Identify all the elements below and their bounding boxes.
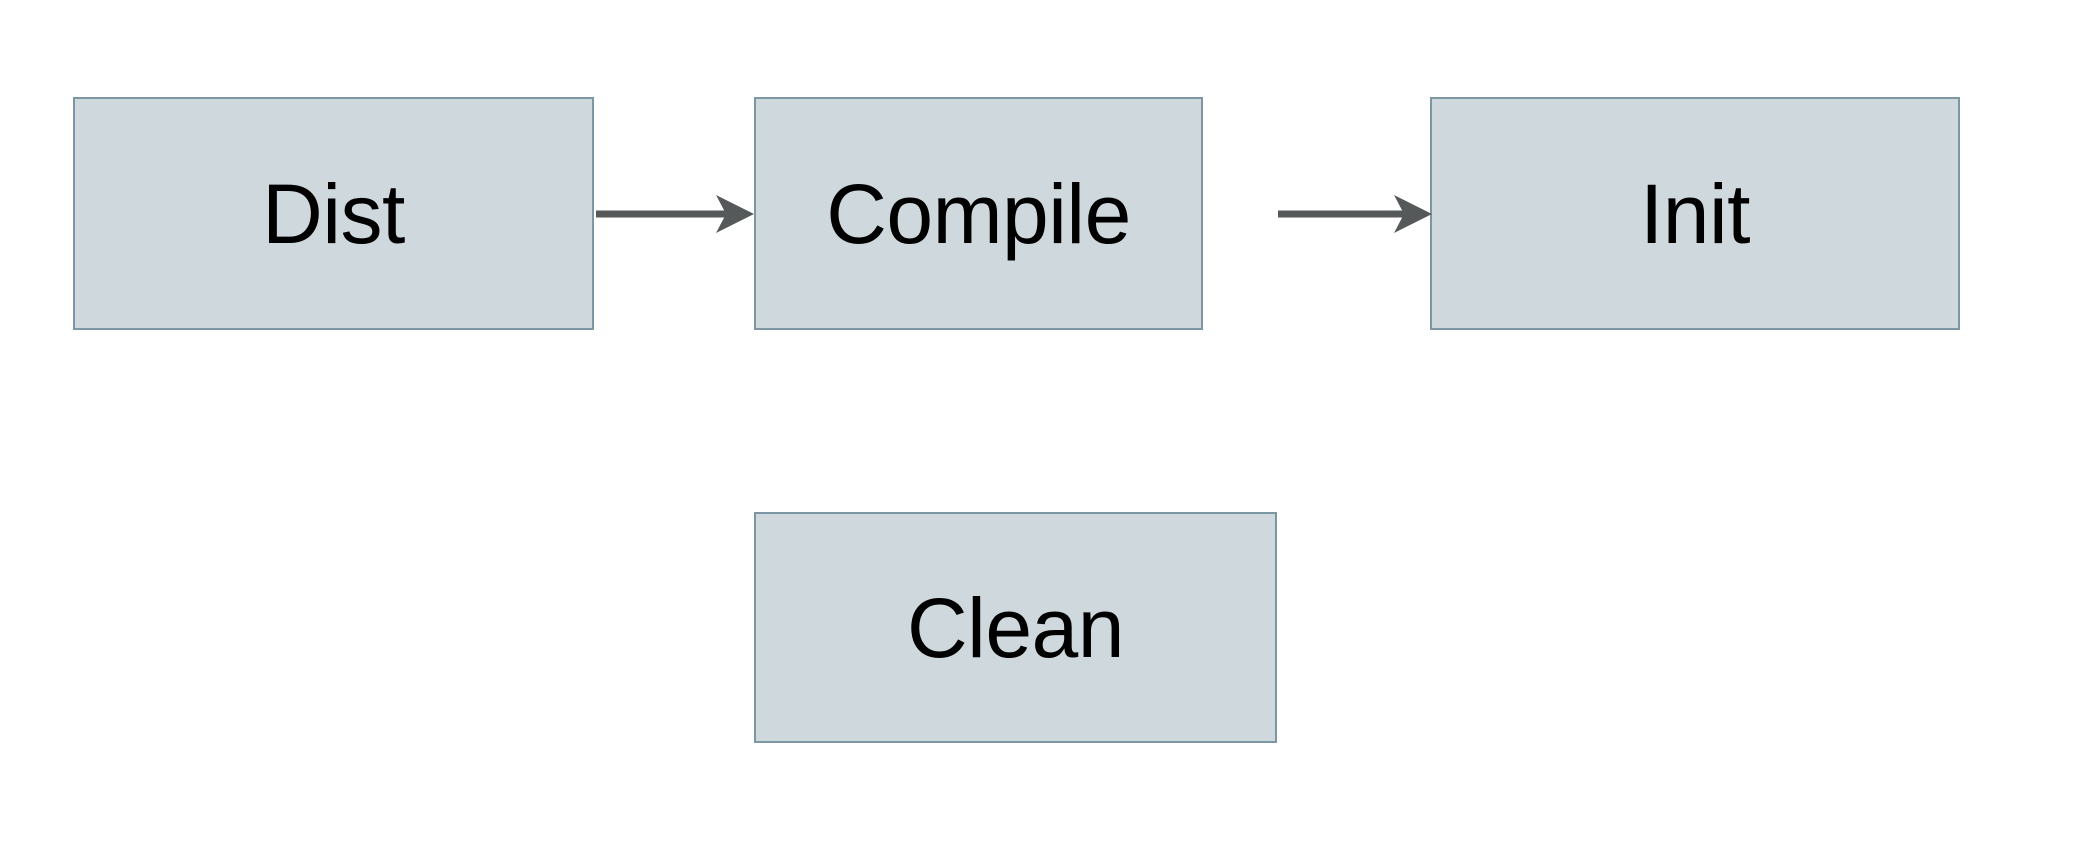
node-init-label: Init	[1639, 166, 1751, 261]
edge-compile-to-init[interactable]	[1272, 186, 1438, 242]
arrowhead-icon	[1394, 195, 1432, 233]
node-compile-label: Compile	[826, 166, 1131, 261]
node-compile[interactable]: Compile	[754, 97, 1203, 330]
edge-dist-to-compile[interactable]	[590, 186, 760, 242]
arrowhead-icon	[716, 195, 754, 233]
node-init[interactable]: Init	[1430, 97, 1960, 330]
node-clean-label: Clean	[907, 580, 1124, 675]
node-dist[interactable]: Dist	[73, 97, 594, 330]
node-clean[interactable]: Clean	[754, 512, 1277, 743]
node-dist-label: Dist	[262, 166, 405, 261]
